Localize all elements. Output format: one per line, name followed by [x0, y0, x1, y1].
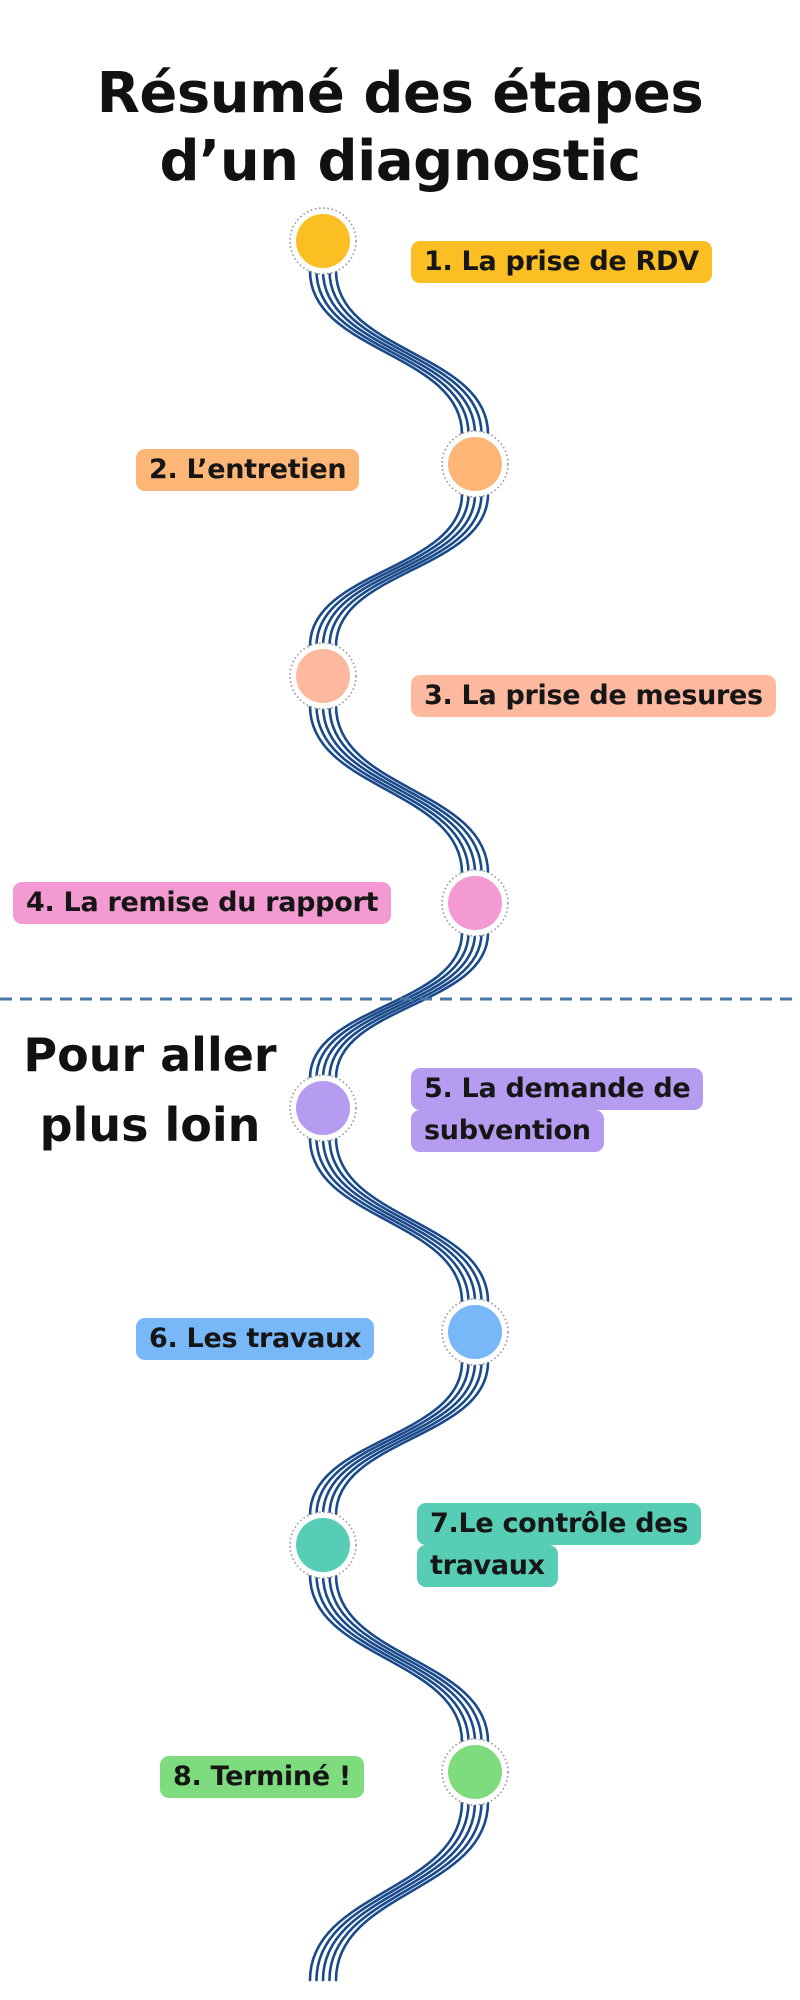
road-stripe: [328, 1800, 483, 1982]
page-title: Résumé des étapes d’un diagnostic: [0, 60, 800, 196]
step-marker-ring: [441, 869, 509, 937]
road-stripe: [334, 1573, 490, 1744]
road-stripe: [321, 704, 477, 875]
step-markers: [289, 207, 509, 1806]
step-label-line: 6. Les travaux: [136, 1318, 375, 1360]
step-marker-dot: [296, 1081, 350, 1135]
road-stripe: [315, 1573, 470, 1744]
road-stripe: [308, 1800, 464, 1982]
step-marker-dot: [448, 437, 502, 491]
step-marker-ring: [441, 430, 509, 498]
step-marker-dot: [448, 876, 502, 930]
step-marker-1: [289, 207, 357, 275]
road-stripe: [321, 1573, 477, 1744]
road-stripe: [321, 931, 477, 1080]
road-stripe: [315, 1136, 470, 1304]
further-line-2: plus loin: [39, 1098, 261, 1152]
step-marker-ring: [289, 207, 357, 275]
road-stripe: [308, 1360, 464, 1517]
step-label-line: subvention: [411, 1110, 604, 1152]
road-stripe: [321, 1360, 477, 1517]
road-stripe: [328, 1136, 483, 1304]
road-stripe: [321, 1136, 477, 1304]
road-lines: [308, 269, 490, 1982]
road-stripe: [315, 1800, 470, 1982]
road-stripe: [334, 931, 490, 1080]
step-label-line: 1. La prise de RDV: [411, 241, 712, 283]
step-label-line: travaux: [417, 1545, 558, 1587]
step-marker-dot: [296, 214, 350, 268]
road-stripe: [328, 931, 483, 1080]
step-marker-4: [441, 869, 509, 937]
step-marker-ring: [441, 1298, 509, 1366]
road-stripe: [315, 931, 470, 1080]
road-stripe: [315, 1360, 470, 1517]
road-stripe: [315, 492, 470, 648]
road-stripe: [328, 269, 483, 436]
road-stripe: [334, 704, 490, 875]
step-marker-6: [441, 1298, 509, 1366]
road-stripe: [334, 1800, 490, 1982]
title-line-1: Résumé des étapes: [96, 60, 704, 126]
road-stripe: [308, 1573, 464, 1744]
step-marker-ring: [289, 1074, 357, 1142]
step-marker-7: [289, 1511, 357, 1579]
road-stripe: [308, 931, 464, 1080]
step-label-6: 6. Les travaux: [136, 1318, 375, 1360]
step-label-line: 3. La prise de mesures: [411, 675, 776, 717]
step-marker-3: [289, 642, 357, 710]
step-label-1: 1. La prise de RDV: [411, 241, 712, 283]
road-stripe: [315, 269, 470, 436]
step-marker-dot: [296, 1518, 350, 1572]
step-label-4: 4. La remise du rapport: [13, 882, 392, 924]
road-stripe: [308, 492, 464, 648]
road-stripe: [334, 1136, 490, 1304]
step-marker-dot: [296, 649, 350, 703]
further-heading: Pour aller plus loin: [10, 1020, 290, 1160]
step-marker-ring: [441, 1738, 509, 1806]
step-label-line: 7.Le contrôle des: [417, 1503, 702, 1545]
step-label-3: 3. La prise de mesures: [411, 675, 776, 717]
further-line-1: Pour aller: [23, 1028, 277, 1082]
road-stripe: [328, 492, 483, 648]
road-stripe: [308, 269, 464, 436]
road-stripe: [321, 1800, 477, 1982]
step-marker-2: [441, 430, 509, 498]
step-marker-8: [441, 1738, 509, 1806]
title-line-2: d’un diagnostic: [159, 128, 641, 194]
road-stripe: [334, 1360, 490, 1517]
step-label-line: 4. La remise du rapport: [13, 882, 392, 924]
road-stripe: [328, 1573, 483, 1744]
road-stripe: [308, 1136, 464, 1304]
step-label-8: 8. Terminé !: [160, 1756, 364, 1798]
step-label-line: 8. Terminé !: [160, 1756, 364, 1798]
road-stripe: [328, 704, 483, 875]
step-label-line: 2. L’entretien: [136, 449, 360, 491]
step-marker-dot: [448, 1305, 502, 1359]
road-stripe: [308, 704, 464, 875]
road-stripe: [315, 704, 470, 875]
step-marker-dot: [448, 1745, 502, 1799]
step-marker-ring: [289, 1511, 357, 1579]
road-stripe: [321, 269, 477, 436]
step-marker-ring: [289, 642, 357, 710]
step-label-line: 5. La demande de: [411, 1068, 704, 1110]
road-stripe: [321, 492, 477, 648]
road-stripe: [334, 492, 490, 648]
step-label-2: 2. L’entretien: [136, 449, 360, 491]
road-stripe: [328, 1360, 483, 1517]
road-stripe: [334, 269, 490, 436]
step-marker-5: [289, 1074, 357, 1142]
